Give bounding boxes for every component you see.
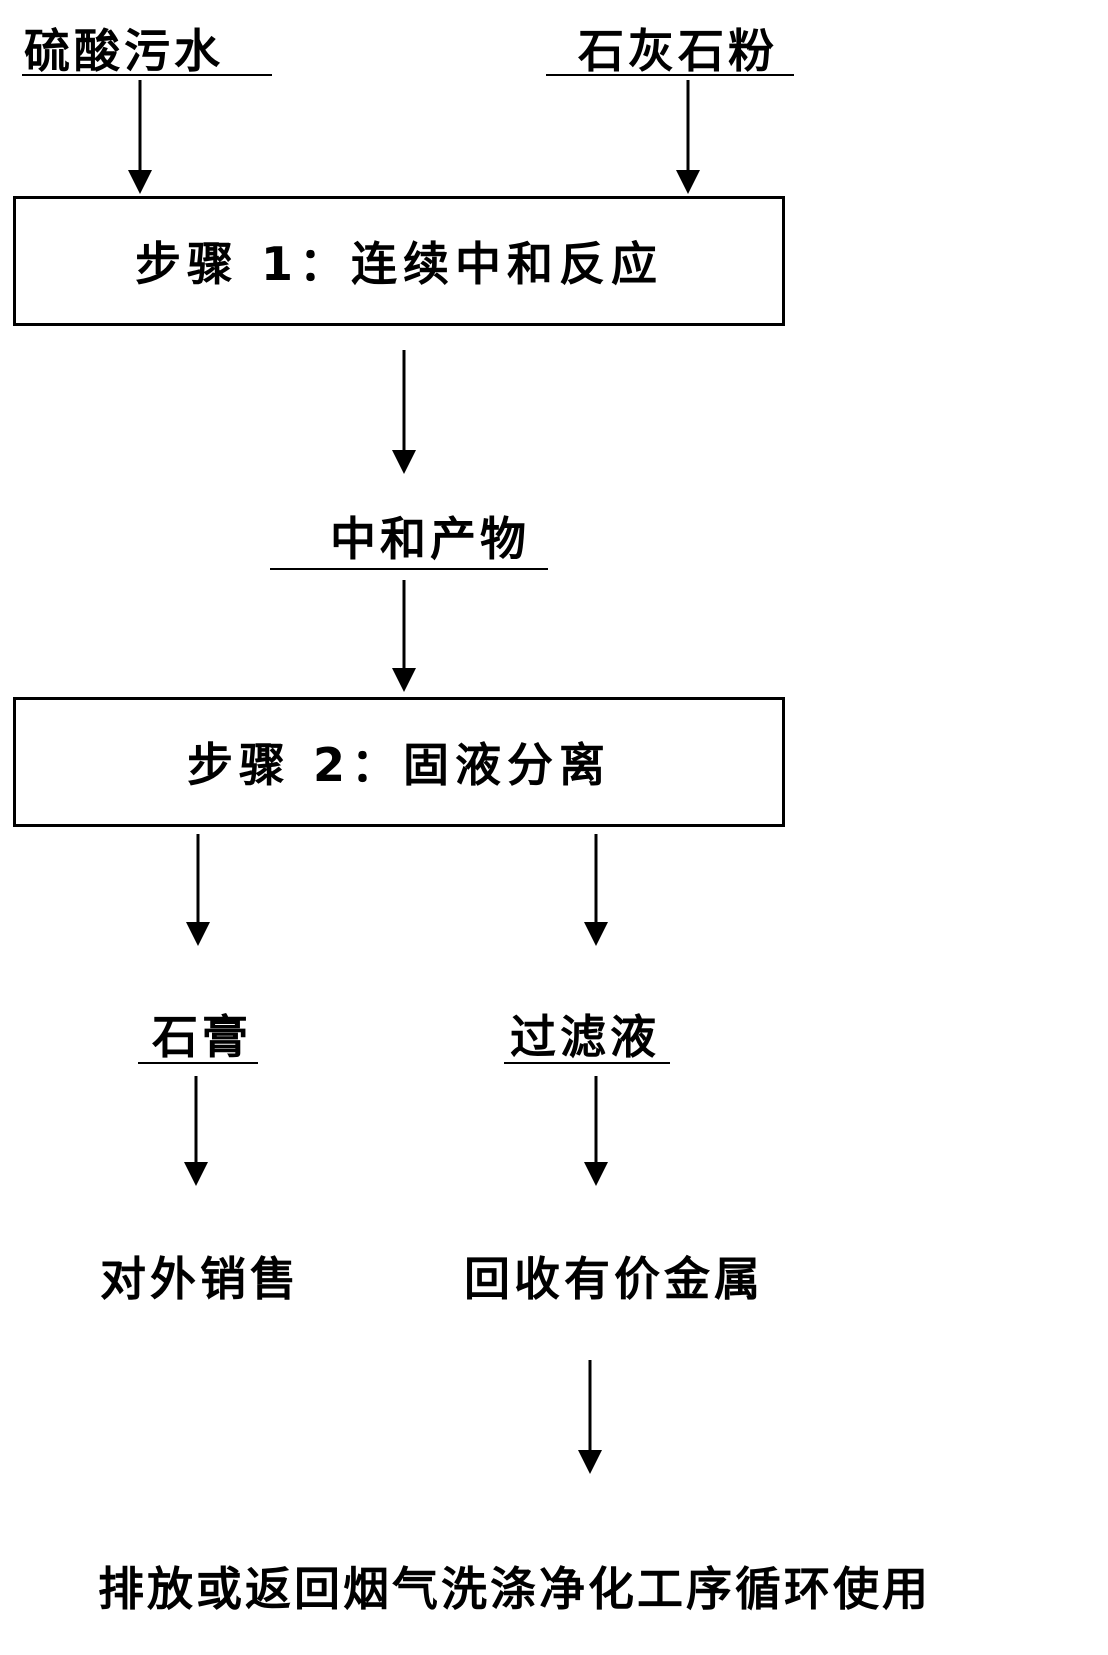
- arrow-recover-to-final: [578, 1360, 602, 1474]
- arrow-step2-to-filtrate: [584, 834, 608, 946]
- arrow-wastewater-to-step1: [128, 80, 152, 194]
- step2-box: 步骤 2：固液分离: [13, 697, 785, 827]
- input-sulfuric-wastewater-underline: [22, 74, 272, 76]
- arrow-limestone-to-step1: [676, 80, 700, 194]
- gypsum-label: 石膏: [152, 1010, 252, 1064]
- input-limestone-powder-label: 石灰石粉: [578, 24, 778, 78]
- arrow-step2-to-gypsum: [186, 834, 210, 946]
- step2-label: 步骤 2：固液分离: [186, 738, 612, 792]
- final-destination-label: 排放或返回烟气洗涤净化工序循环使用: [98, 1562, 931, 1616]
- neutralized-product-underline: [270, 568, 548, 570]
- filtrate-label: 过滤液: [510, 1010, 660, 1064]
- arrow-step1-to-product: [392, 350, 416, 474]
- filtrate-underline: [504, 1062, 670, 1064]
- external-sales-label: 对外销售: [100, 1252, 300, 1306]
- arrow-filtrate-to-recover: [584, 1076, 608, 1186]
- step1-label: 步骤 1：连续中和反应: [134, 237, 664, 291]
- arrow-product-to-step2: [392, 580, 416, 692]
- gypsum-underline: [138, 1062, 258, 1064]
- recover-metals-label: 回收有价金属: [464, 1252, 764, 1306]
- input-limestone-powder-underline: [546, 74, 794, 76]
- input-sulfuric-wastewater-label: 硫酸污水: [24, 24, 224, 78]
- step1-box: 步骤 1：连续中和反应: [13, 196, 785, 326]
- neutralized-product-label: 中和产物: [330, 512, 530, 566]
- arrow-gypsum-to-sales: [184, 1076, 208, 1186]
